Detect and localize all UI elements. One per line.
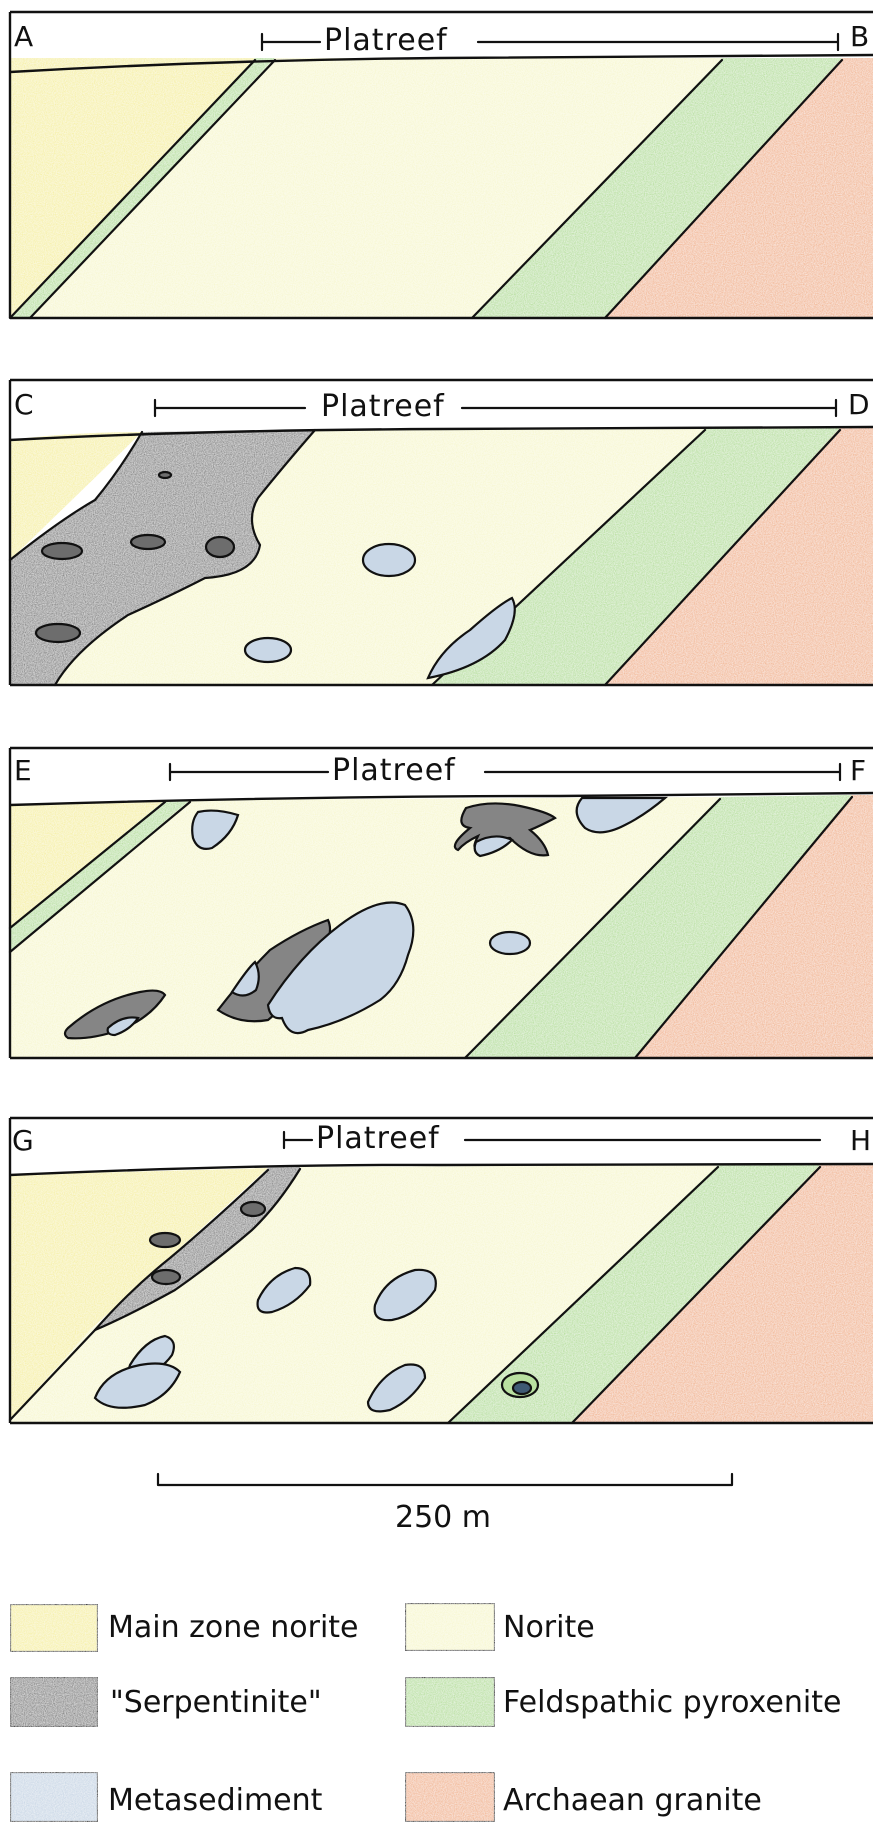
section-label-right: D [848,388,870,421]
section-label-right: H [850,1124,871,1157]
legend-item-serpentinite: "Serpentinite" [10,1677,322,1727]
section-label-left: A [14,20,33,53]
section-a-b: A B Platreef [10,12,873,318]
platreef-extent-bar: Platreef [262,23,838,58]
platreef-title: Platreef [332,753,456,788]
legend-item-metasediment: Metasediment [10,1772,323,1822]
scale-bar: 250 m [158,1474,732,1535]
section-label-right: B [850,20,869,53]
platreef-extent-bar: Platreef [170,753,840,788]
serpentinite-inclusion [42,543,82,559]
legend-item-main-zone-norite: Main zone norite [10,1604,359,1652]
metasediment-inclusion [490,932,530,954]
serpentinite-inclusion [36,624,80,642]
serpentinite-inclusion [206,537,234,557]
serpentinite-core [513,1382,531,1394]
legend-item-norite: Norite [405,1603,595,1651]
legend-label: Norite [503,1610,595,1645]
platreef-title: Platreef [316,1121,440,1156]
legend-label: Archaean granite [503,1783,762,1818]
legend-swatch [10,1604,98,1652]
legend-label: Main zone norite [108,1610,359,1645]
serpentinite-inclusion [241,1202,265,1216]
platreef-title: Platreef [324,23,448,58]
legend-label: Metasediment [108,1783,323,1818]
scale-bar-label: 250 m [395,1500,491,1535]
legend-item-feldspathic-pyroxenite: Feldspathic pyroxenite [405,1677,841,1727]
section-label-left: C [14,388,34,421]
platreef-extent-bar: Platreef [284,1121,820,1156]
serpentinite-inclusion [152,1270,180,1284]
legend-swatch [405,1603,495,1651]
section-label-left: E [14,754,32,787]
legend-label: "Serpentinite" [110,1685,322,1720]
legend-item-archaean-granite: Archaean granite [405,1772,762,1822]
section-g-h: G H Platreef [10,1118,873,1423]
legend-label: Feldspathic pyroxenite [503,1685,841,1720]
section-c-d: C D Platreef [10,380,873,685]
legend-swatch [405,1677,495,1727]
platreef-extent-bar: Platreef [155,389,836,424]
legend: Main zone norite Norite "Serpentinite" F… [10,1603,841,1822]
legend-swatch [10,1772,98,1822]
legend-swatch [10,1677,98,1727]
platreef-title: Platreef [321,389,445,424]
section-label-left: G [12,1124,34,1157]
section-label-right: F [850,754,866,787]
section-e-f: E F Platreef [10,748,873,1058]
legend-swatch [405,1772,495,1822]
metasediment-inclusion [363,544,415,576]
serpentinite-inclusion [159,472,171,478]
metasediment-inclusion [245,638,291,662]
serpentinite-inclusion [150,1233,180,1247]
serpentinite-inclusion [131,535,165,549]
